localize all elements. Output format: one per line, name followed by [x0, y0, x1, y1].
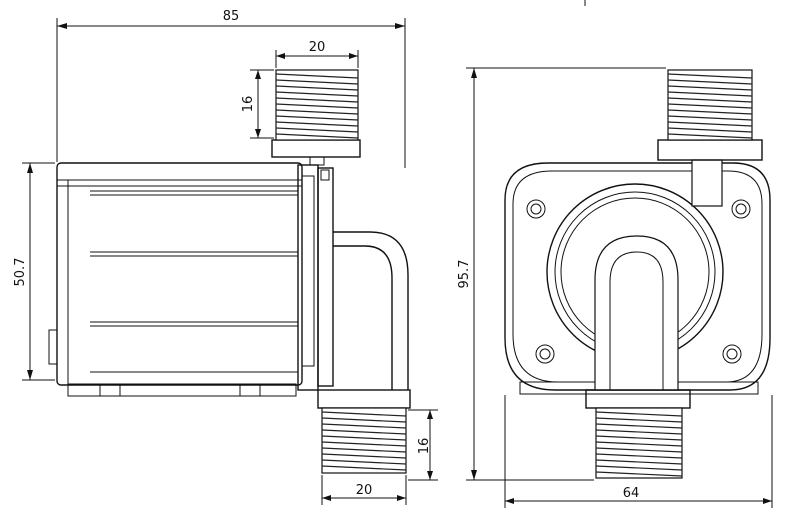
dim-outlet-width-label: 20	[309, 40, 326, 55]
dim-outlet-thread-label: 16	[241, 96, 256, 113]
dimension-inlet-thread: 16	[408, 409, 438, 481]
front-flange	[504, 162, 771, 395]
dim-body-width-label: 64	[623, 486, 640, 501]
u-pipe	[594, 235, 679, 391]
dimension-body-height: 50.7	[13, 162, 55, 381]
dim-overall-height-label: 95.7	[457, 260, 472, 289]
dim-overall-width-label: 85	[223, 9, 240, 24]
dimension-85: 85	[56, 9, 406, 168]
pump-head	[297, 164, 334, 391]
dimension-outlet-thread: 16	[241, 69, 274, 139]
dimension-overall-height: 95.7	[457, 67, 666, 481]
outlet-riser	[657, 69, 763, 207]
dimension-outlet-width: 20	[275, 40, 359, 68]
dim-inlet-thread-label: 16	[417, 438, 432, 455]
motor-body	[48, 162, 303, 397]
elbow-pipe	[333, 231, 409, 390]
dimension-inlet-width: 20	[321, 475, 407, 505]
inlet-fitting	[317, 389, 411, 474]
dimension-body-width: 64	[504, 395, 773, 508]
inlet-riser	[585, 389, 691, 479]
side-view: 85 20 16 50.7	[13, 9, 438, 505]
outlet-fitting	[271, 69, 361, 166]
front-view: 95.7 64	[457, 0, 773, 508]
dim-inlet-width-label: 20	[356, 483, 373, 498]
dim-body-height-label: 50.7	[13, 258, 28, 287]
